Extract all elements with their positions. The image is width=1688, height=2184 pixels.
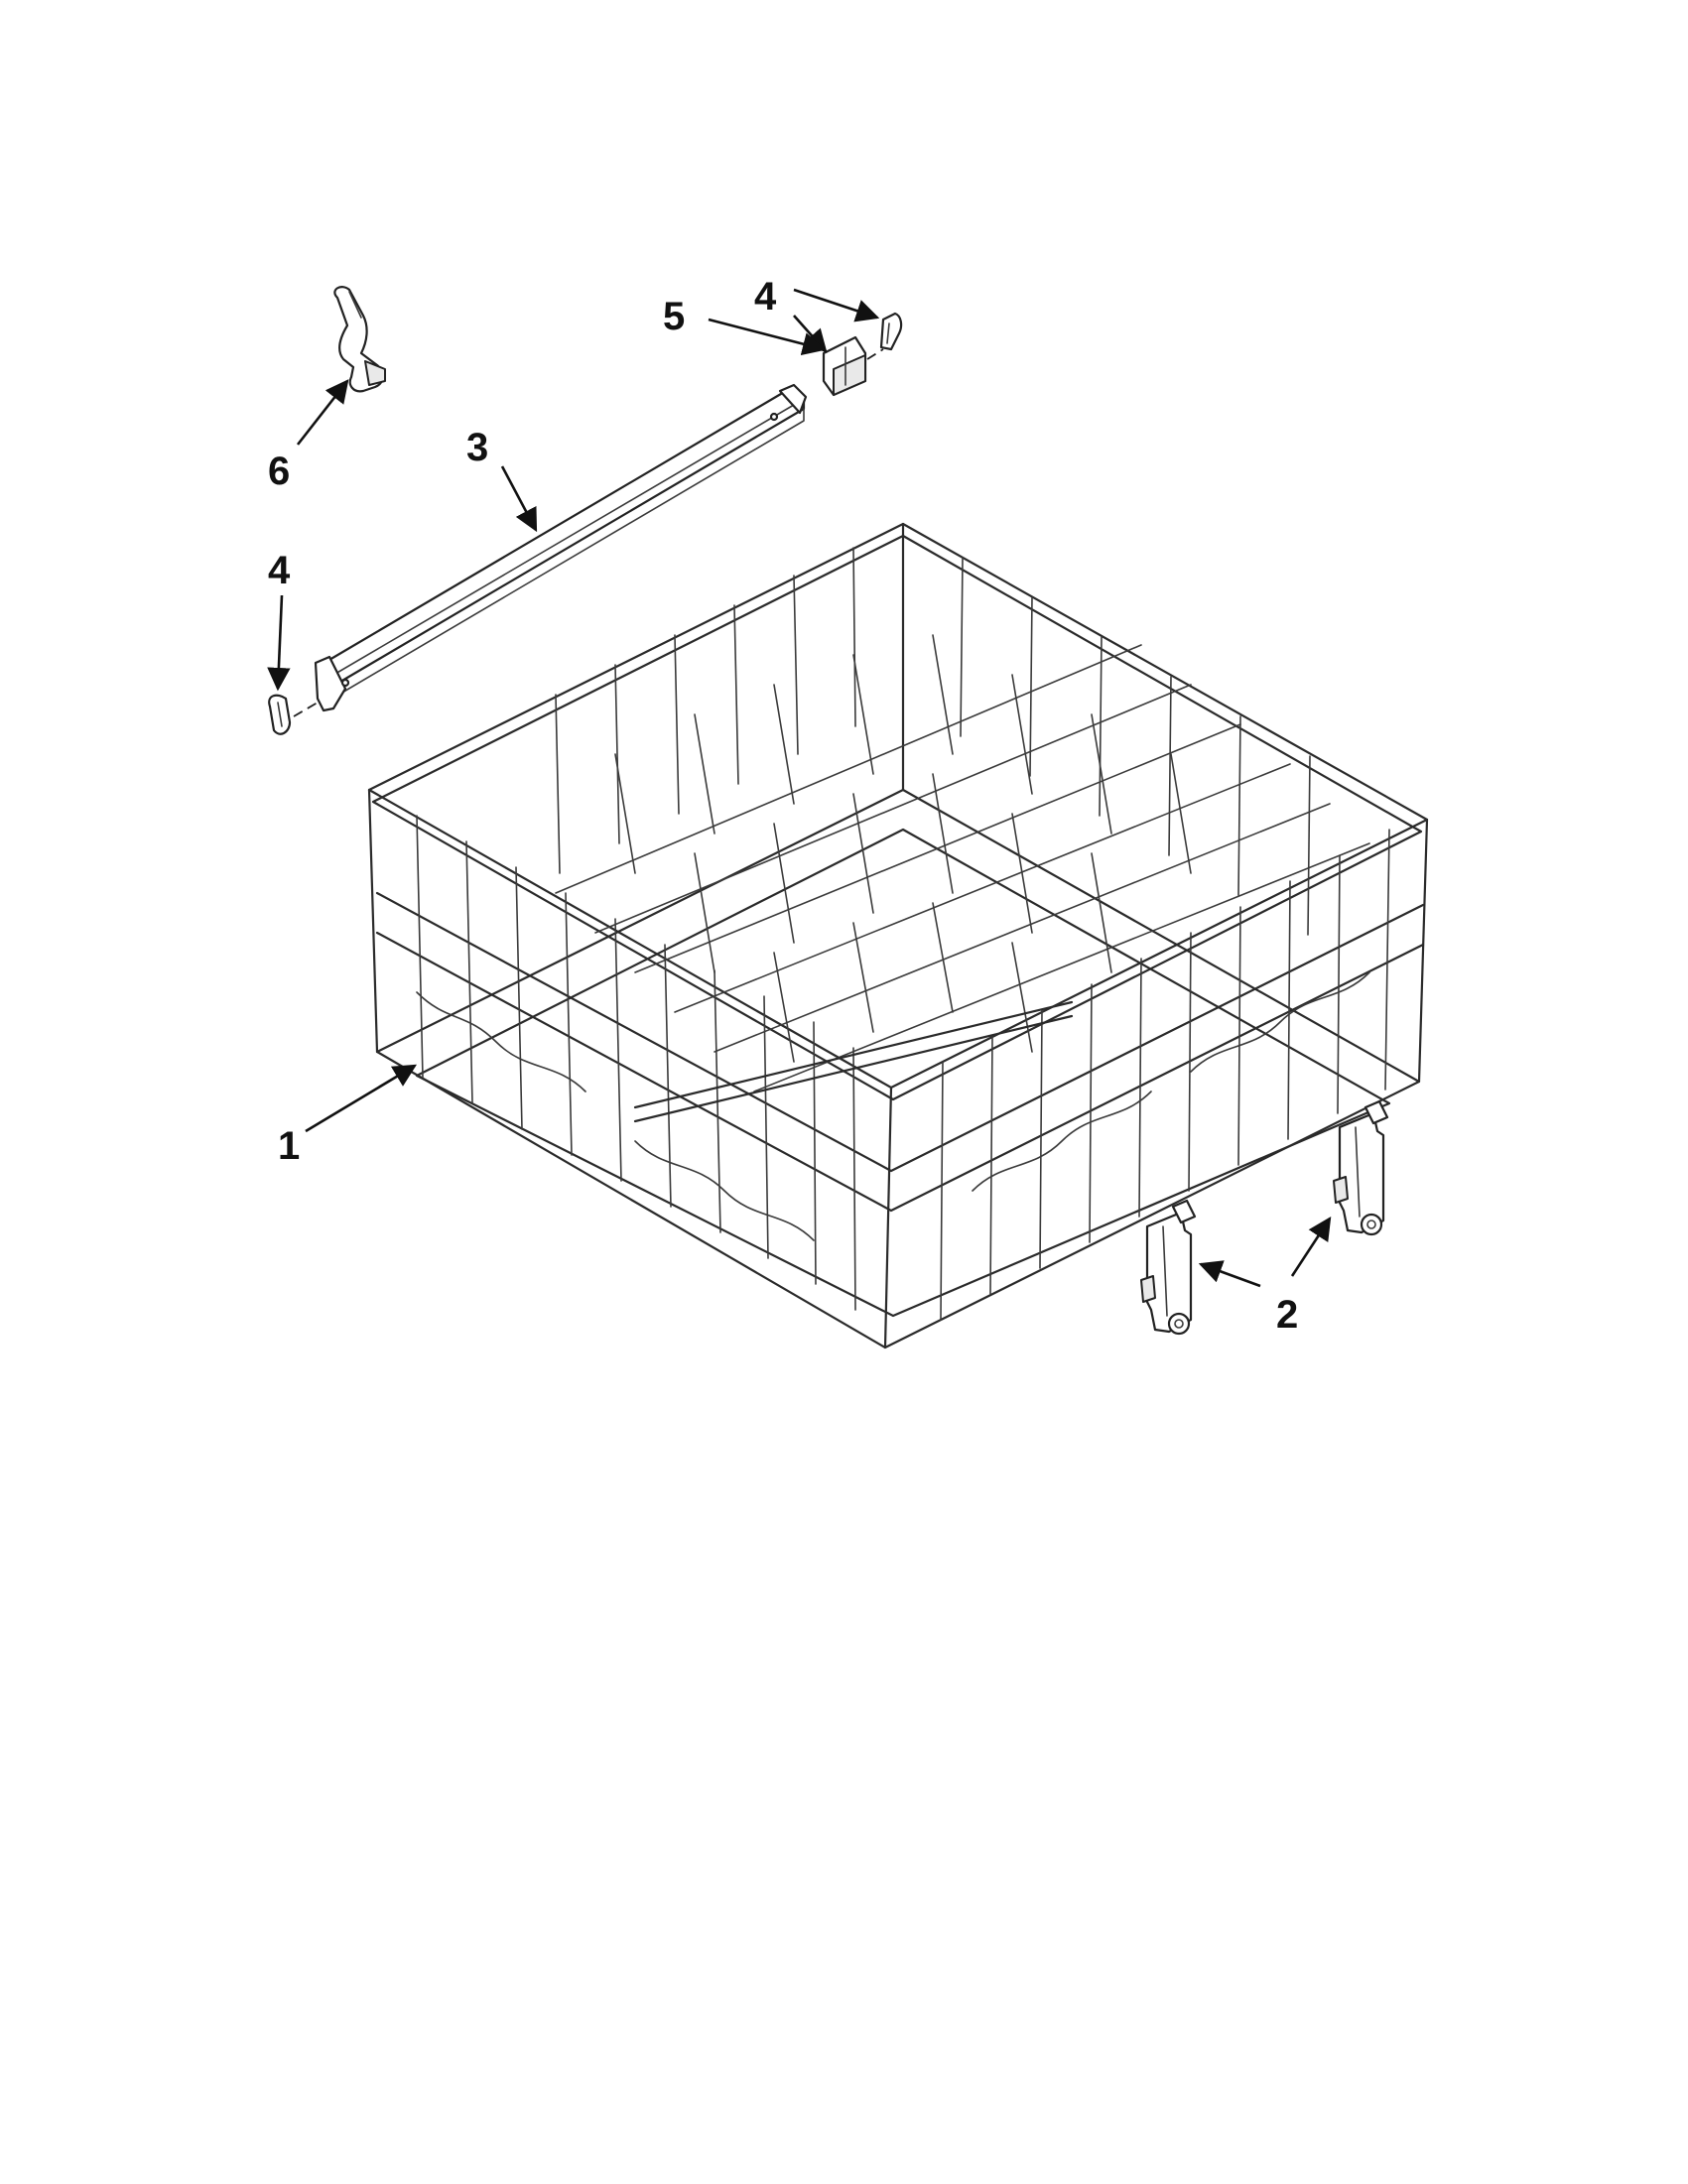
leader-lines [267,288,1332,1288]
leader-wheel-front [1198,1260,1261,1288]
callout-end-cap-right: 4 [754,275,777,319]
leader-adjuster [296,379,349,446]
callout-labels: 1 2 3 4 4 5 6 [268,275,1298,1337]
leader-stop-main [708,318,827,356]
callout-stop: 5 [663,295,685,338]
part-end-cap-left[interactable] [268,694,319,735]
callout-wheel-assembly: 2 [1276,1293,1298,1337]
wheel-assembly-front[interactable] [1140,1199,1197,1336]
part-wheel-assembly[interactable] [1140,1099,1389,1336]
callout-end-cap-left: 4 [268,549,291,592]
part-rack[interactable] [367,522,1429,1349]
leader-wheel-rear [1290,1217,1332,1277]
part-rail[interactable] [314,383,808,712]
part-adjuster[interactable] [333,286,386,393]
callout-rack: 1 [278,1124,300,1168]
leader-rack [305,1064,418,1133]
part-stop[interactable] [822,335,884,397]
leader-end-cap-left [267,594,291,692]
part-end-cap-right[interactable] [879,312,903,351]
callout-adjuster: 6 [268,450,290,493]
leader-end-cap-right [793,288,880,322]
leader-rail [500,465,538,533]
wheel-assembly-rear[interactable] [1333,1099,1389,1236]
callout-rail: 3 [466,426,488,469]
